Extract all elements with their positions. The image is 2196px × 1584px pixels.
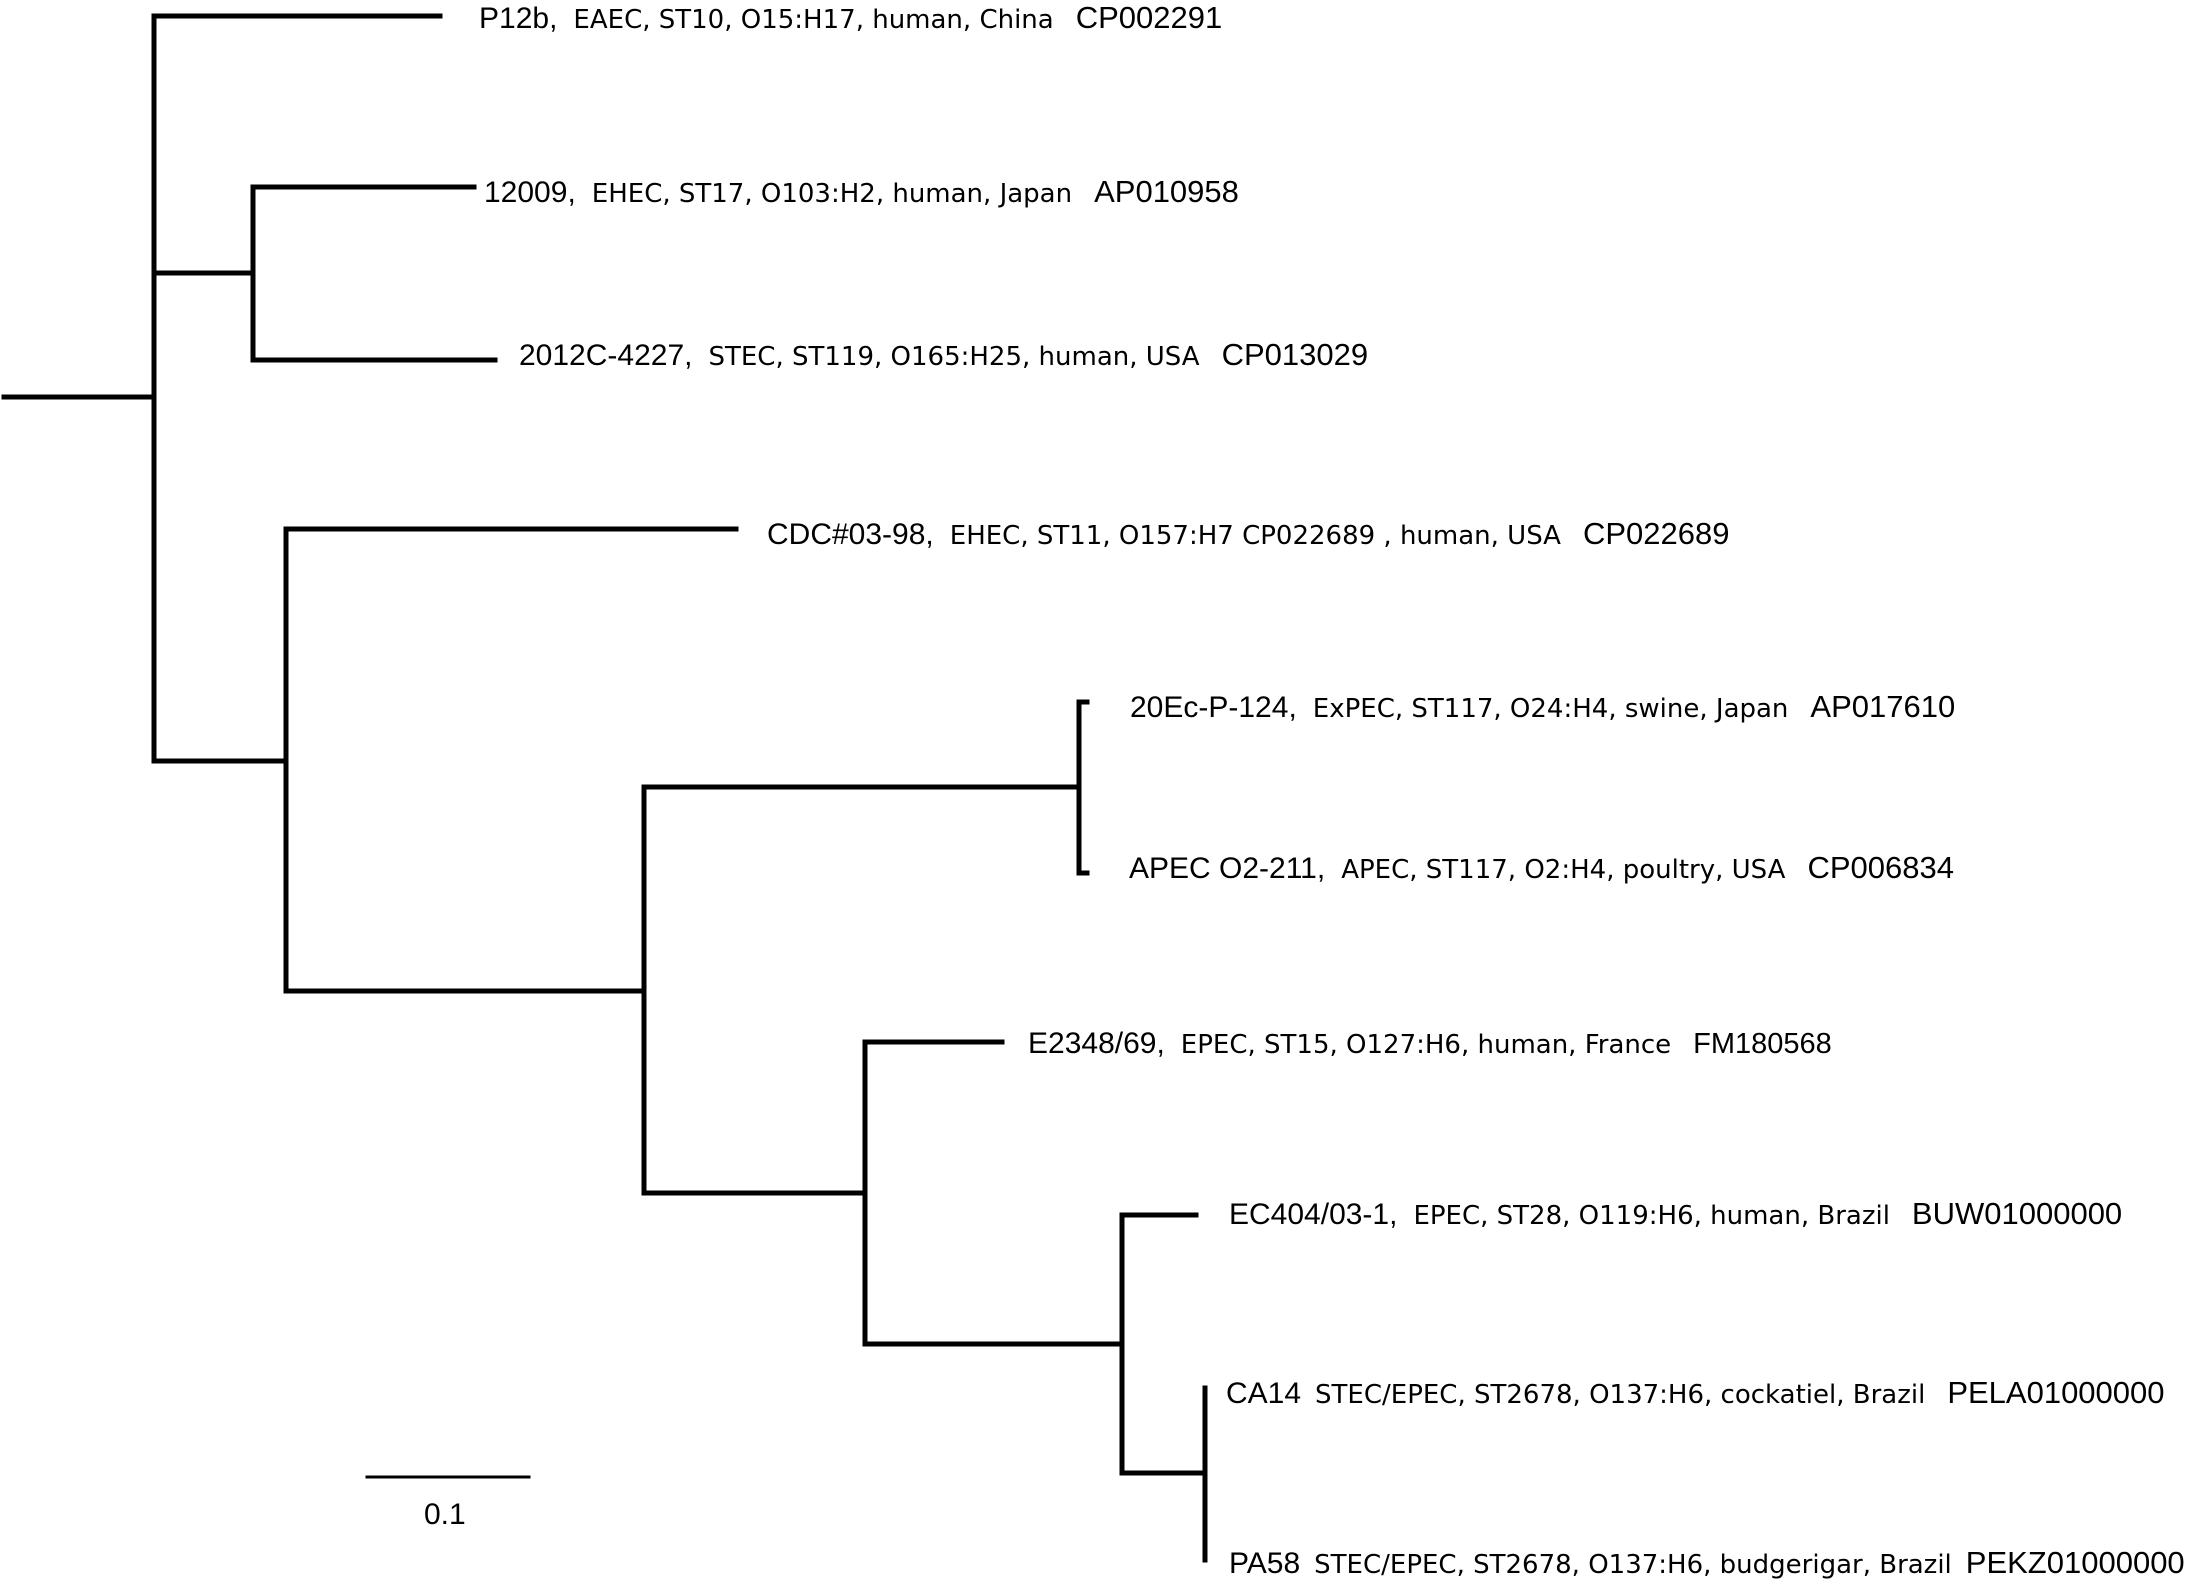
taxon-label-cdc03-98: CDC#03-98, EHEC, ST11, O157:H7 CP022689 ,…: [767, 518, 1729, 550]
label-separator: ,: [925, 518, 934, 551]
strain-metadata: STEC/EPEC, ST2678, O137:H6, cockatiel, B…: [1315, 1380, 1926, 1410]
label-separator: ,: [1156, 1027, 1165, 1060]
taxon-label-20ec-p-124: 20Ec-P-124, ExPEC, ST117, O24:H4, swine, …: [1130, 691, 1955, 723]
taxon-label-ca14: CA14 STEC/EPEC, ST2678, O137:H6, cockatie…: [1226, 1377, 2165, 1409]
strain-name: CDC#03-98: [767, 518, 926, 551]
strain-metadata: STEC, ST119, O165:H25, human, USA: [708, 342, 1200, 372]
strain-name: 20Ec-P-124: [1130, 691, 1289, 724]
taxon-label-ec404-03-1: EC404/03-1, EPEC, ST28, O119:H6, human, B…: [1229, 1198, 2122, 1230]
strain-name: 2012C-4227: [519, 339, 685, 372]
strain-name: APEC O2-211: [1129, 852, 1317, 885]
strain-metadata: EAEC, ST10, O15:H17, human, China: [573, 5, 1054, 35]
label-separator: ,: [1316, 852, 1326, 885]
accession-number: CP002291: [1075, 0, 1223, 35]
strain-name: 12009: [484, 176, 568, 209]
strain-name: E2348/69: [1028, 1027, 1157, 1060]
label-separator: ,: [549, 2, 558, 35]
strain-metadata: EHEC, ST17, O103:H2, human, Japan: [591, 179, 1073, 209]
label-separator: ,: [684, 339, 693, 372]
taxon-label-apec-o2-211: APEC O2-211, APEC, ST117, O2:H4, poultry,…: [1129, 852, 1954, 884]
label-separator: ,: [1389, 1198, 1398, 1231]
scale-bar-label: 0.1: [424, 1498, 466, 1531]
strain-metadata: APEC, ST117, O2:H4, poultry, USA: [1341, 855, 1786, 885]
accession-number: CP006834: [1807, 850, 1954, 885]
accession-number: PELA01000000: [1947, 1375, 2165, 1410]
label-separator: ,: [1288, 691, 1297, 724]
strain-name: CA14: [1226, 1377, 1302, 1410]
accession-number: AP017610: [1810, 689, 1956, 724]
accession-number: FM180568: [1693, 1028, 1832, 1060]
strain-metadata: EHEC, ST11, O157:H7 CP022689 , human, US…: [949, 521, 1561, 551]
taxon-label-e2348-69: E2348/69, EPEC, ST15, O127:H6, human, Fra…: [1028, 1029, 1832, 1059]
accession-number: AP010958: [1094, 174, 1239, 209]
taxon-label-p12b: P12b, EAEC, ST10, O15:H17, human, China CP…: [479, 2, 1222, 34]
strain-name: P12b: [479, 2, 550, 35]
accession-number: CP013029: [1221, 337, 1369, 372]
strain-metadata: ExPEC, ST117, O24:H4, swine, Japan: [1312, 694, 1789, 724]
strain-metadata: EPEC, ST28, O119:H6, human, Brazil: [1413, 1201, 1890, 1231]
strain-metadata: STEC/EPEC, ST2678, O137:H6, budgerigar, …: [1314, 1550, 1952, 1580]
strain-name: PA58: [1229, 1547, 1301, 1580]
taxon-label-pa58: PA58 STEC/EPEC, ST2678, O137:H6, budgerig…: [1229, 1547, 2185, 1579]
taxon-label-2012c-4227: 2012C-4227, STEC, ST119, O165:H25, human,…: [519, 339, 1368, 371]
taxon-label-12009: 12009, EHEC, ST17, O103:H2, human, Japan A…: [484, 176, 1239, 208]
accession-number: PEKZ01000000: [1965, 1545, 2185, 1580]
accession-number: CP022689: [1582, 516, 1730, 551]
accession-number: BUW01000000: [1911, 1196, 2123, 1231]
strain-name: EC404/03-1: [1229, 1198, 1390, 1231]
strain-metadata: EPEC, ST15, O127:H6, human, France: [1180, 1030, 1672, 1060]
label-separator: ,: [567, 176, 576, 209]
